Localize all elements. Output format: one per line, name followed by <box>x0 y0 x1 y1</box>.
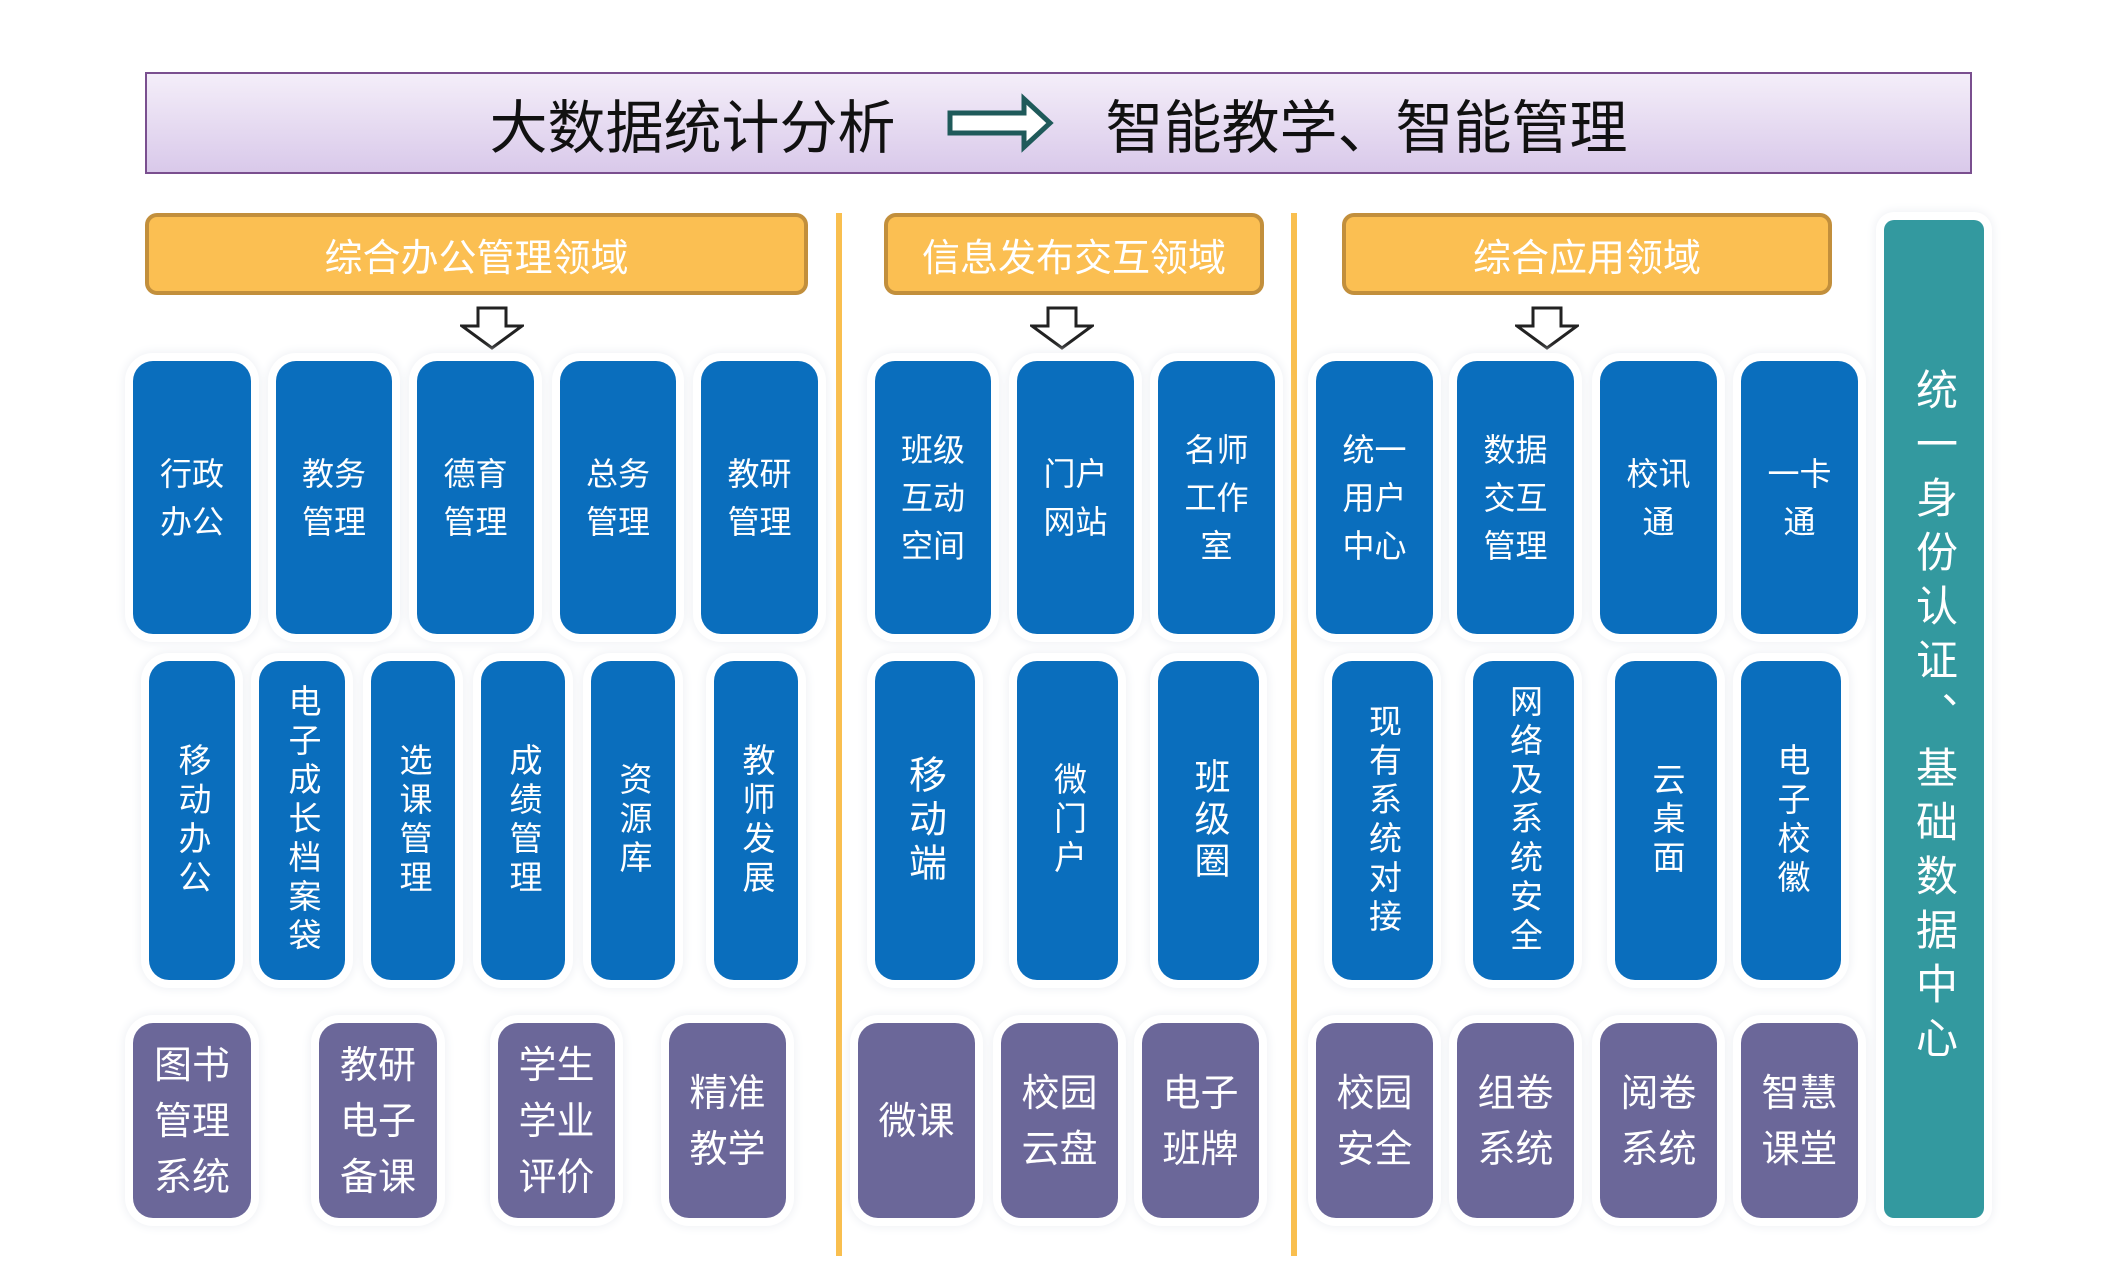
module-tile: 云桌面 <box>1615 661 1717 980</box>
tile-label: 班级圈 <box>1188 757 1230 884</box>
title-right: 智能教学、智能管理 <box>1105 94 1628 162</box>
module-tile: 班级圈 <box>1158 661 1259 980</box>
module-tile: 网络及系统安全 <box>1473 661 1574 980</box>
module-tile: 名师 工作 室 <box>1158 361 1275 634</box>
module-tile: 电子 班牌 <box>1142 1023 1259 1218</box>
tile-label: 选课管理 <box>394 742 433 899</box>
module-tile: 数据 交互 管理 <box>1457 361 1574 634</box>
down-arrow-icon <box>1515 306 1579 350</box>
module-tile: 微课 <box>858 1023 975 1218</box>
module-tile: 统一 用户 中心 <box>1316 361 1433 634</box>
tile-label: 网络及系统安全 <box>1504 684 1544 957</box>
module-tile: 精准 教学 <box>669 1023 786 1218</box>
title-banner: 大数据统计分析 智能教学、智能管理 <box>145 72 1972 174</box>
tile-label: 电子校徽 <box>1772 742 1811 899</box>
module-tile: 阅卷 系统 <box>1600 1023 1717 1218</box>
domain-header-info: 信息发布交互领域 <box>884 213 1264 295</box>
module-tile: 教务 管理 <box>276 361 392 634</box>
module-tile: 电子成长档案袋 <box>259 661 345 980</box>
module-tile: 校讯 通 <box>1600 361 1717 634</box>
divider <box>836 213 842 1256</box>
module-tile: 成绩管理 <box>481 661 565 980</box>
tile-label: 移动端 <box>902 754 947 887</box>
module-tile: 图书 管理 系统 <box>133 1023 251 1218</box>
module-tile: 学生 学业 评价 <box>498 1023 615 1218</box>
domain-header-office: 综合办公管理领域 <box>145 213 808 295</box>
module-tile: 门户 网站 <box>1017 361 1134 634</box>
tile-label: 云桌面 <box>1647 762 1686 879</box>
module-tile: 资源库 <box>591 661 675 980</box>
identity-data-center-bar: 统一身份认证、基础数据中心 <box>1884 220 1984 1218</box>
right-arrow-icon <box>947 93 1054 153</box>
tile-label: 现有系统对接 <box>1363 703 1403 938</box>
tile-label: 资源库 <box>614 762 653 879</box>
tile-label: 微门户 <box>1048 762 1088 879</box>
module-tile: 移动办公 <box>149 661 235 980</box>
tile-label: 教师发展 <box>737 742 776 899</box>
module-tile: 微门户 <box>1017 661 1118 980</box>
module-tile: 智慧 课堂 <box>1741 1023 1858 1218</box>
down-arrow-icon <box>1030 306 1094 350</box>
down-arrow-icon <box>460 306 524 350</box>
module-tile: 选课管理 <box>371 661 455 980</box>
tile-label: 电子成长档案袋 <box>283 684 322 957</box>
tile-label: 移动办公 <box>173 742 212 899</box>
module-tile: 校园 安全 <box>1316 1023 1433 1218</box>
module-tile: 教研 电子 备课 <box>319 1023 437 1218</box>
module-tile: 总务 管理 <box>560 361 676 634</box>
identity-data-center-label: 统一身份认证、基础数据中心 <box>1909 368 1959 1070</box>
module-tile: 组卷 系统 <box>1457 1023 1574 1218</box>
tile-label: 成绩管理 <box>504 742 543 899</box>
module-tile: 教研 管理 <box>701 361 818 634</box>
title-left: 大数据统计分析 <box>489 94 896 162</box>
module-tile: 行政 办公 <box>133 361 251 634</box>
module-tile: 移动端 <box>875 661 975 980</box>
domain-header-app: 综合应用领域 <box>1342 213 1832 295</box>
divider <box>1291 213 1297 1256</box>
module-tile: 校园 云盘 <box>1001 1023 1118 1218</box>
module-tile: 教师发展 <box>714 661 798 980</box>
module-tile: 电子校徽 <box>1741 661 1841 980</box>
module-tile: 德育 管理 <box>417 361 534 634</box>
module-tile: 班级 互动 空间 <box>875 361 991 634</box>
module-tile: 现有系统对接 <box>1332 661 1433 980</box>
module-tile: 一卡 通 <box>1741 361 1858 634</box>
